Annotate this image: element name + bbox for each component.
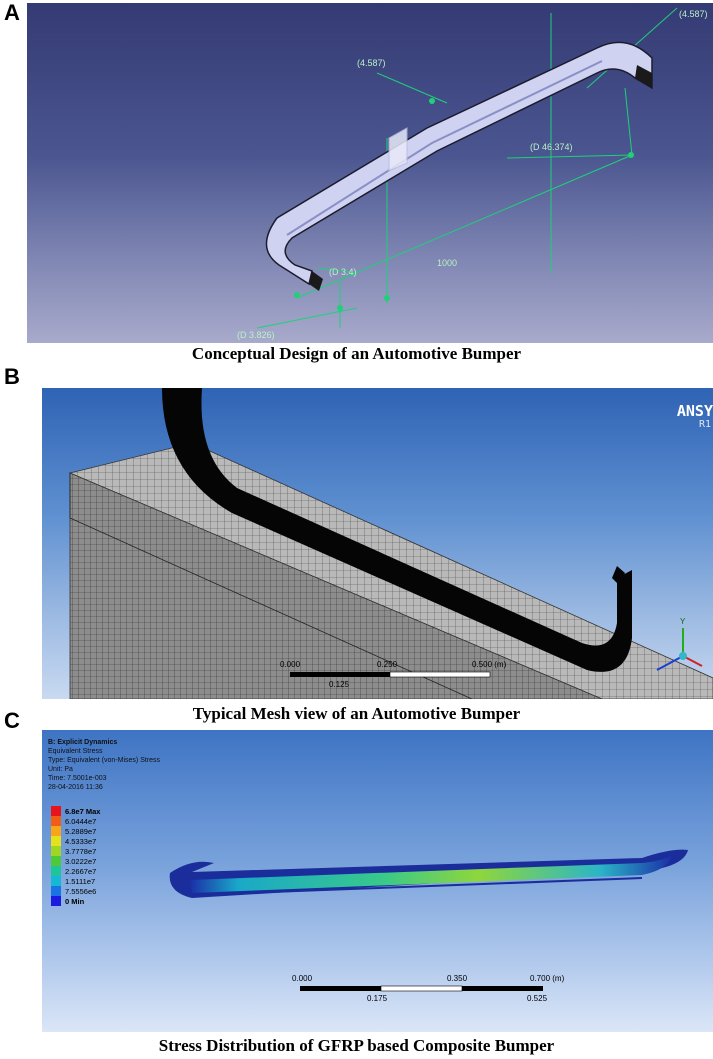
panel-letter-c: C <box>4 708 20 733</box>
scale-mid: 0.250 <box>377 660 398 669</box>
caption-c: Stress Distribution of GFRP based Compos… <box>158 1036 555 1055</box>
legend-label: 5.2889e7 <box>65 826 97 836</box>
legend-swatch <box>51 836 61 846</box>
legend-swatch <box>51 896 61 906</box>
legend-label: 7.5556e6 <box>65 886 97 896</box>
legend-label: 1.5111e7 <box>65 876 96 886</box>
scale-end: 0.500 (m) <box>472 660 507 669</box>
dim-label: (4.587) <box>357 58 386 68</box>
panel-letter-a: A <box>4 0 20 25</box>
legend-row: 6.8e7 Max <box>51 806 100 816</box>
legend-swatch <box>51 816 61 826</box>
legend-label: 2.2667e7 <box>65 866 97 876</box>
result-type: Type: Equivalent (von-Mises) Stress <box>48 757 161 764</box>
dim-label: (D 3.826) <box>237 330 275 340</box>
bumper-cad-drawing: (4.587) (4.587) (D 46.374) 1000 (D 3.826… <box>237 7 708 340</box>
scale-start: 0.000 <box>280 660 301 669</box>
scale-start: 0.000 <box>292 974 313 983</box>
legend-label: 0 Min <box>65 896 85 906</box>
legend-label: 6.8e7 Max <box>65 806 101 816</box>
result-unit: Unit: Pa <box>48 766 73 773</box>
legend-swatch <box>51 866 61 876</box>
legend-swatch <box>51 826 61 836</box>
dim-label: 1000 <box>437 258 457 268</box>
mesh-viewport: Y ANSY R1 0.000 0.250 0.500 (m) 0.125 <box>42 388 713 699</box>
legend-row: 3.7778e7 <box>51 846 100 856</box>
analysis-title: B: Explicit Dynamics <box>48 739 118 746</box>
caption-a: Conceptual Design of an Automotive Bumpe… <box>191 344 522 363</box>
legend-row: 6.0444e7 <box>51 816 100 826</box>
result-name: Equivalent Stress <box>48 748 103 755</box>
legend-row: 0 Min <box>51 896 100 906</box>
bumper-mesh-drawing: Y <box>68 388 713 699</box>
ansys-release: R1 <box>698 419 711 430</box>
result-info: B: Explicit Dynamics Equivalent Stress T… <box>48 738 160 792</box>
axis-y-label: Y <box>680 617 686 626</box>
legend-swatch <box>51 846 61 856</box>
scale-mid: 0.350 <box>447 974 468 983</box>
dim-label: (4.587) <box>679 9 708 19</box>
panel-letter-b: B <box>4 364 20 389</box>
legend-label: 3.7778e7 <box>65 846 97 856</box>
legend-label: 3.0222e7 <box>65 856 97 866</box>
result-time: Time: 7.5001e-003 <box>48 775 107 782</box>
legend-swatch <box>51 886 61 896</box>
dim-label: (D 3.4) <box>329 267 357 277</box>
legend-row: 7.5556e6 <box>51 886 100 896</box>
caption-b: Typical Mesh view of an Automotive Bumpe… <box>192 704 521 723</box>
ansys-logo-text: ANSY <box>676 402 713 420</box>
dim-label: (D 46.374) <box>530 142 573 152</box>
scale-quarter: 0.125 <box>329 680 350 689</box>
scale-q3: 0.525 <box>527 994 548 1003</box>
legend-swatch <box>51 856 61 866</box>
scale-end: 0.700 (m) <box>530 974 565 983</box>
cad-viewport: (4.587) (4.587) (D 46.374) 1000 (D 3.826… <box>27 3 713 343</box>
legend-row: 2.2667e7 <box>51 866 100 876</box>
legend-row: 4.5333e7 <box>51 836 100 846</box>
legend-label: 6.0444e7 <box>65 816 97 826</box>
legend-label: 4.5333e7 <box>65 836 97 846</box>
legend-row: 1.5111e7 <box>51 876 100 886</box>
result-date: 28-04-2016 11:36 <box>48 784 103 791</box>
scale-q1: 0.175 <box>367 994 388 1003</box>
legend-swatch <box>51 806 61 816</box>
legend-swatch <box>51 876 61 886</box>
legend-row: 3.0222e7 <box>51 856 100 866</box>
stress-viewport: B: Explicit Dynamics Equivalent Stress T… <box>42 730 713 1032</box>
stress-bumper-drawing <box>169 849 688 992</box>
legend-row: 5.2889e7 <box>51 826 100 836</box>
